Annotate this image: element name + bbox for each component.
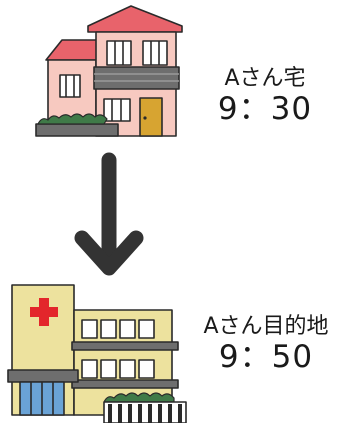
- destination-time: 9：50: [218, 339, 314, 375]
- house-icon: [35, 5, 183, 137]
- origin-name: Aさん宅: [224, 66, 306, 91]
- origin-time: 9：30: [217, 91, 313, 127]
- hospital-icon: [7, 284, 187, 423]
- origin-label: Aさん宅 9：30: [205, 66, 325, 126]
- down-arrow-icon: [74, 152, 144, 276]
- destination-label: Aさん目的地 9：50: [186, 314, 346, 374]
- destination-name: Aさん目的地: [203, 314, 329, 339]
